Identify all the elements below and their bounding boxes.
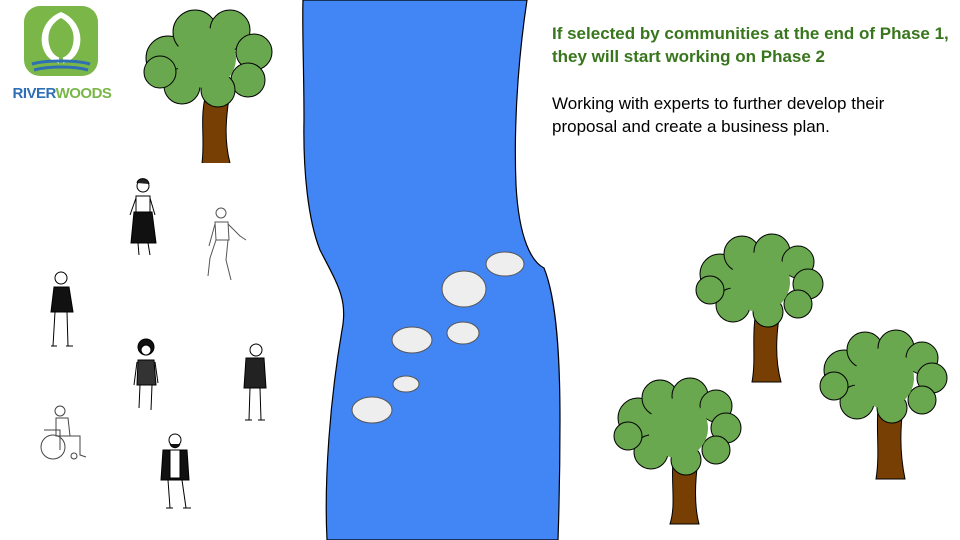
- person-icon: [243, 343, 267, 421]
- stepping-stones: [351, 251, 525, 424]
- slide-heading: If selected by communities at the end of…: [552, 24, 949, 66]
- person-icon: [160, 433, 191, 509]
- stepping-stone: [441, 270, 487, 308]
- person-icon: [133, 338, 159, 411]
- stepping-stone: [485, 251, 525, 277]
- stepping-stone: [446, 321, 480, 345]
- stepping-stone: [351, 396, 393, 424]
- person-icon: [50, 271, 74, 347]
- tree-icon: [143, 9, 273, 164]
- wheelchair-user-icon: [40, 405, 87, 460]
- logo-word-river: RIVER: [12, 85, 57, 102]
- riverwoods-logo: RIVERWOODS: [6, 6, 116, 102]
- logo-emblem: [24, 6, 98, 76]
- stepping-stone: [391, 326, 433, 354]
- tree-icon: [695, 233, 824, 383]
- person-icon: [129, 178, 157, 256]
- slide-body: Working with experts to further develop …: [552, 94, 885, 136]
- logo-word-woods: WOODS: [55, 85, 112, 102]
- person-icon: [207, 207, 247, 281]
- tree-icon: [613, 377, 742, 525]
- tree-icon: [819, 329, 948, 480]
- logo-wordmark: RIVERWOODS: [6, 85, 118, 102]
- stepping-stone: [392, 375, 420, 393]
